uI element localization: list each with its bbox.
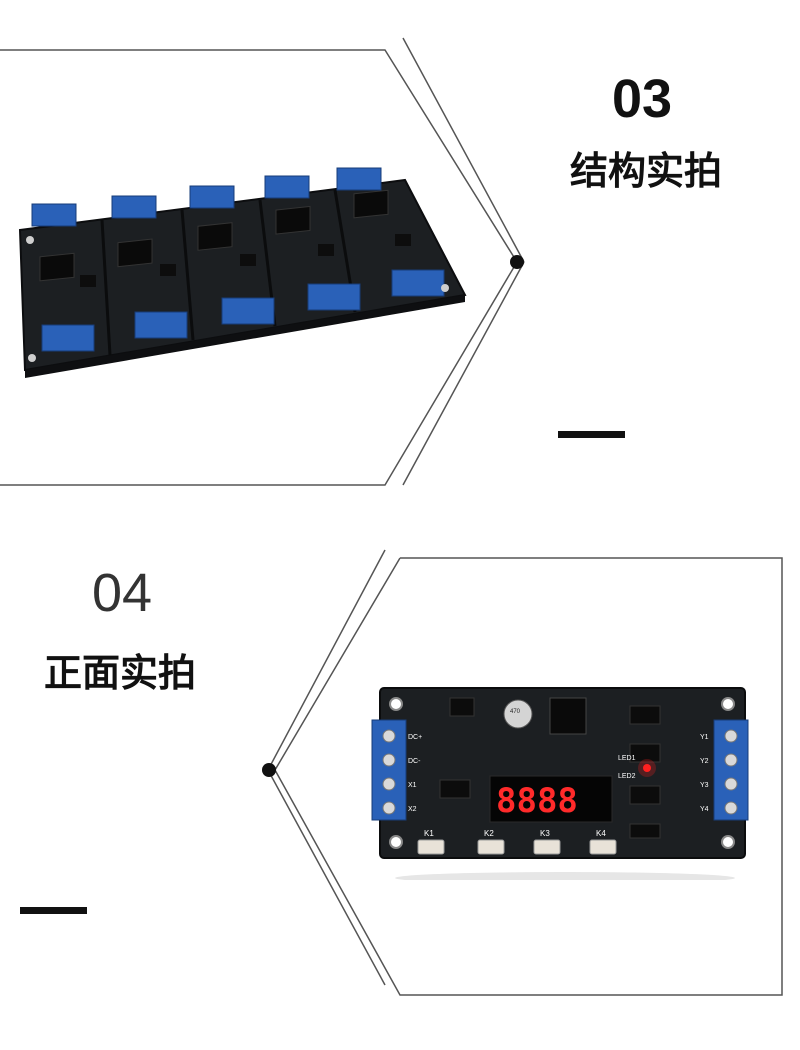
button-label: K4 bbox=[596, 829, 606, 838]
terminal-label: Y4 bbox=[700, 806, 709, 813]
divider-dash bbox=[558, 431, 625, 438]
led-label: LED1 bbox=[618, 755, 636, 762]
terminal-label: Y3 bbox=[700, 782, 709, 789]
terminal-label: X2 bbox=[408, 806, 417, 813]
terminal-label: Y2 bbox=[700, 758, 709, 765]
led-label: LED2 bbox=[618, 773, 636, 780]
section-number: 04 bbox=[92, 563, 153, 623]
terminal-label: DC+ bbox=[408, 734, 422, 741]
button-label: K3 bbox=[540, 829, 550, 838]
terminal-label: X1 bbox=[408, 782, 417, 789]
divider-dash bbox=[20, 907, 87, 914]
terminal-label: DC- bbox=[408, 758, 421, 765]
segment-display: 8888 bbox=[496, 781, 578, 821]
capacitor-label: 470 bbox=[510, 709, 521, 715]
section-title: 正面实拍 bbox=[44, 653, 197, 695]
frame-dot bbox=[262, 763, 276, 777]
frame-dot bbox=[510, 255, 524, 269]
section-number: 03 bbox=[612, 69, 673, 129]
panelized-boards-photo bbox=[18, 167, 467, 378]
section-title: 结构实拍 bbox=[570, 151, 723, 193]
button-label: K1 bbox=[424, 829, 434, 838]
button-label: K2 bbox=[484, 829, 494, 838]
front-board-photo: K1 K2 K3 K4 DC+ DC- X1 X2 Y1 Y2 Y3 Y4 LE… bbox=[371, 687, 749, 880]
terminal-label: Y1 bbox=[700, 734, 709, 741]
